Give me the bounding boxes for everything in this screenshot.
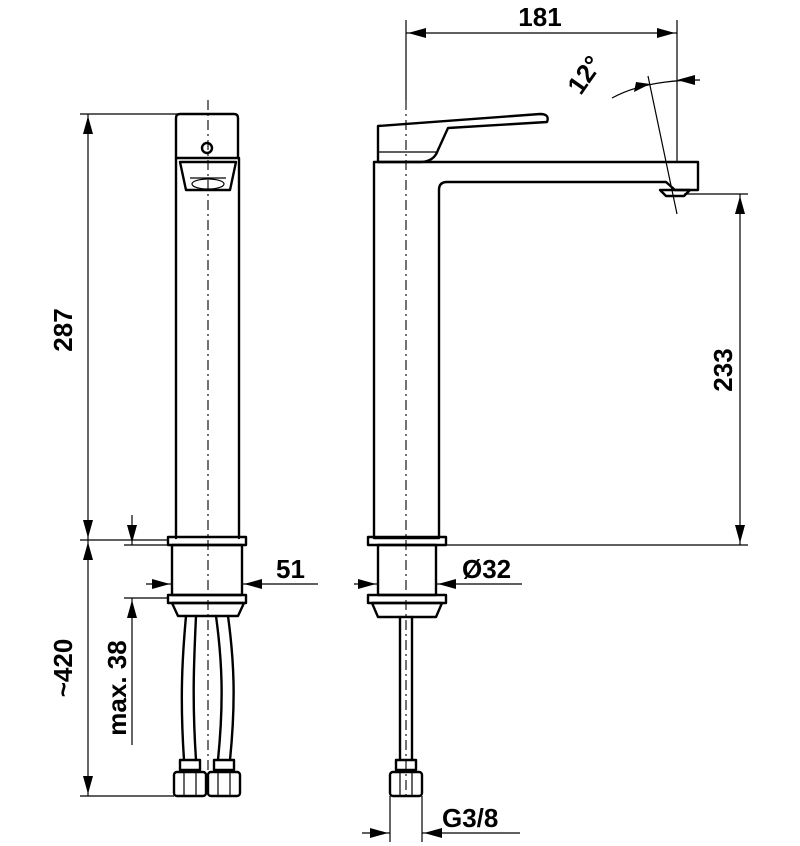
- base-diameter-label: Ø32: [462, 554, 511, 584]
- below-deck-length-label: ~420: [48, 639, 78, 698]
- dimension-base-width: 51: [146, 554, 318, 589]
- dimension-max-deck-thickness: max. 38: [102, 515, 172, 745]
- dimension-below-deck-length: ~420: [48, 540, 174, 797]
- spout-angle-label: 12°: [561, 50, 608, 99]
- dimension-base-diameter: Ø32: [354, 554, 522, 589]
- reach-label: 181: [518, 2, 561, 32]
- dimension-total-height: 287: [48, 113, 235, 541]
- total-height-label: 287: [48, 308, 78, 351]
- base-width-label: 51: [276, 554, 305, 584]
- dimension-spout-height: 233: [446, 193, 748, 546]
- dimension-connection-thread: G3/8: [362, 796, 520, 842]
- side-view: [366, 100, 700, 800]
- max-deck-thickness-label: max. 38: [102, 640, 132, 735]
- front-view: [166, 100, 248, 798]
- dimension-reach: 181: [405, 2, 678, 162]
- connection-thread-label: G3/8: [442, 803, 498, 833]
- spout-height-label: 233: [708, 348, 738, 391]
